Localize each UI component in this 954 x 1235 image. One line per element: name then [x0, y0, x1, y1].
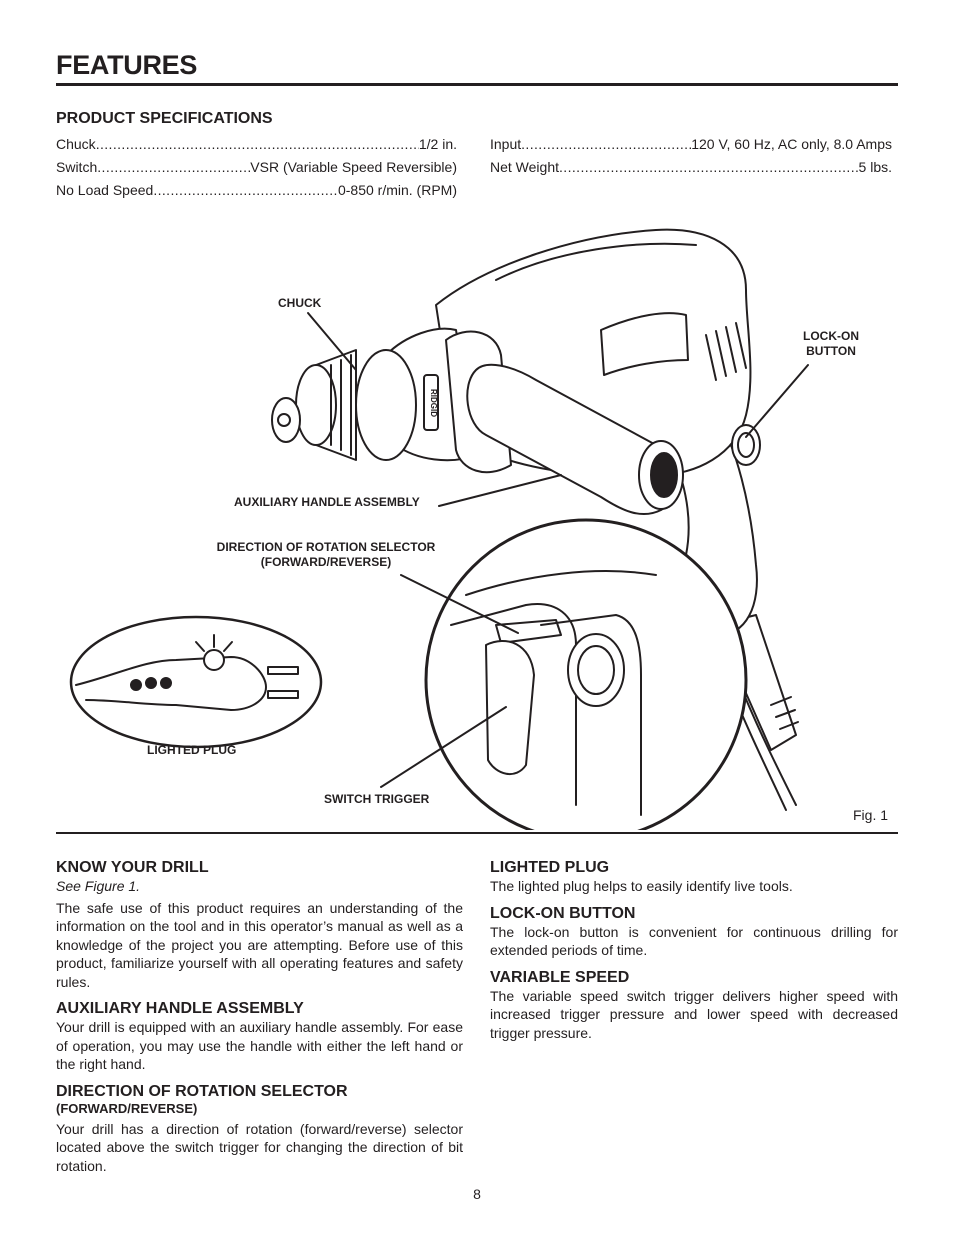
switch-trigger-leader: [380, 706, 507, 788]
spec-value: 1/2 in.: [418, 136, 457, 152]
light-ray: [195, 641, 205, 652]
strain-relief-rib: [770, 696, 792, 706]
aux-handle-heading: AUXILIARY HANDLE ASSEMBLY: [56, 1000, 304, 1017]
know-your-drill-body: The safe use of this product requires an…: [56, 899, 463, 990]
brand-logo: RIDGID: [429, 389, 438, 417]
drill-figure: RIDGID: [56, 205, 898, 830]
variable-speed-body: The variable speed switch trigger delive…: [490, 987, 898, 1041]
plug-prong: [267, 666, 299, 675]
vent-slot: [715, 330, 727, 377]
plug-grip-dot: [160, 677, 172, 689]
spec-row: Switch VSR (Variable Speed Reversible): [56, 159, 457, 182]
callout-lock-on-button: LOCK-ON BUTTON: [796, 329, 866, 359]
dot-leader: [521, 136, 691, 152]
detail-grip-edge: [450, 603, 577, 806]
vent-slot: [725, 326, 737, 373]
callout-aux-handle: AUXILIARY HANDLE ASSEMBLY: [234, 495, 420, 509]
direction-selector-heading: DIRECTION OF ROTATION SELECTOR: [56, 1082, 348, 1100]
plug-prong: [267, 690, 299, 699]
vent-slot: [735, 322, 747, 369]
lighted-plug-body: The lighted plug helps to easily identif…: [490, 878, 793, 894]
spec-row: Net Weight 5 lbs.: [490, 159, 892, 182]
detail-lock-on-inner: [577, 645, 615, 695]
lock-on-button-heading: LOCK-ON BUTTON: [490, 904, 636, 922]
dot-leader: [96, 136, 419, 152]
figure-reference: See Figure 1.: [56, 878, 141, 894]
specifications-right-column: Input 120 V, 60 Hz, AC only, 8.0 Amps Ne…: [490, 136, 892, 182]
plug-light-indicator: [203, 649, 225, 671]
direction-selector-leader: [400, 574, 519, 634]
spec-row: No Load Speed 0-850 r/min. (RPM): [56, 182, 457, 205]
direction-selector-body: Your drill has a direction of rotation (…: [56, 1120, 463, 1174]
chuck-collar: [355, 349, 417, 461]
know-your-drill-heading: KNOW YOUR DRILL: [56, 859, 209, 876]
drill-illustration: RIDGID: [69, 228, 809, 830]
lock-on-button-body: The lock-on button is convenient for con…: [490, 923, 898, 959]
page-number: 8: [473, 1186, 481, 1202]
spec-label: Switch: [56, 159, 98, 175]
callout-line: LOCK-ON: [803, 329, 859, 343]
spec-value: 120 V, 60 Hz, AC only, 8.0 Amps: [691, 136, 892, 152]
title-rule: [56, 83, 898, 86]
lock-on-button-inner: [737, 432, 755, 458]
chuck-jaw-tip: [277, 413, 291, 427]
lighted-plug-heading: LIGHTED PLUG: [490, 859, 610, 876]
spec-row: Input 120 V, 60 Hz, AC only, 8.0 Amps: [490, 136, 892, 159]
strain-relief-rib: [779, 721, 799, 730]
callout-direction-selector: DIRECTION OF ROTATION SELECTOR (FORWARD/…: [210, 540, 442, 570]
vent-slot: [705, 334, 717, 381]
callout-lighted-plug: LIGHTED PLUG: [147, 743, 237, 757]
spec-value: 5 lbs.: [858, 159, 892, 175]
callout-chuck: CHUCK: [278, 296, 322, 310]
aux-handle-leader: [438, 474, 562, 507]
detail-lock-on-button: [567, 633, 625, 707]
features-right-column: LIGHTED PLUG The lighted plug helps to e…: [490, 858, 898, 1042]
detail-handle-line: [540, 614, 642, 816]
light-ray: [223, 641, 233, 652]
specifications-heading: PRODUCT SPECIFICATIONS: [56, 110, 273, 127]
features-left-column: KNOW YOUR DRILL See Figure 1. The safe u…: [56, 858, 463, 1175]
housing-panel: [600, 312, 689, 376]
specifications-left-column: Chuck 1/2 in. Switch VSR (Variable Speed…: [56, 136, 457, 205]
spec-label: Net Weight: [490, 159, 559, 175]
dot-leader: [97, 159, 250, 175]
switch-trigger-shape: [485, 640, 535, 775]
spec-value: VSR (Variable Speed Reversible): [250, 159, 457, 175]
brand-plate: [423, 374, 439, 431]
aux-handle-body: Your drill is equipped with an auxiliary…: [56, 1019, 463, 1072]
plug-grip-dot: [145, 677, 157, 689]
lock-on-button-shape: [731, 424, 761, 466]
spec-label: Chuck: [56, 136, 96, 152]
section-rule: [56, 832, 898, 834]
callout-line: DIRECTION OF ROTATION SELECTOR: [216, 540, 436, 554]
variable-speed-heading: VARIABLE SPEED: [490, 968, 630, 986]
chuck-leader: [307, 312, 357, 371]
callout-switch-trigger: SWITCH TRIGGER: [324, 792, 430, 806]
plug-grip-dot: [130, 679, 142, 691]
lock-on-leader: [745, 364, 809, 438]
dot-leader: [559, 159, 859, 175]
spec-label: Input: [490, 136, 522, 152]
callout-line: (FORWARD/REVERSE): [260, 555, 392, 569]
direction-selector-subheading: (FORWARD/REVERSE): [56, 1100, 198, 1116]
direction-selector-shape: [495, 619, 562, 644]
detail-housing-edge: [465, 570, 657, 596]
housing-ridge: [495, 242, 697, 281]
figure-label: Fig. 1: [853, 807, 889, 823]
spec-value: 0-850 r/min. (RPM): [337, 182, 457, 198]
page-title: FEATURES: [56, 50, 198, 80]
callout-line: BUTTON: [806, 344, 856, 358]
spec-row: Chuck 1/2 in.: [56, 136, 457, 159]
aux-handle-end-cap: [650, 452, 678, 498]
spec-label: No Load Speed: [56, 182, 154, 198]
dot-leader: [153, 182, 338, 198]
strain-relief-rib: [775, 709, 796, 718]
